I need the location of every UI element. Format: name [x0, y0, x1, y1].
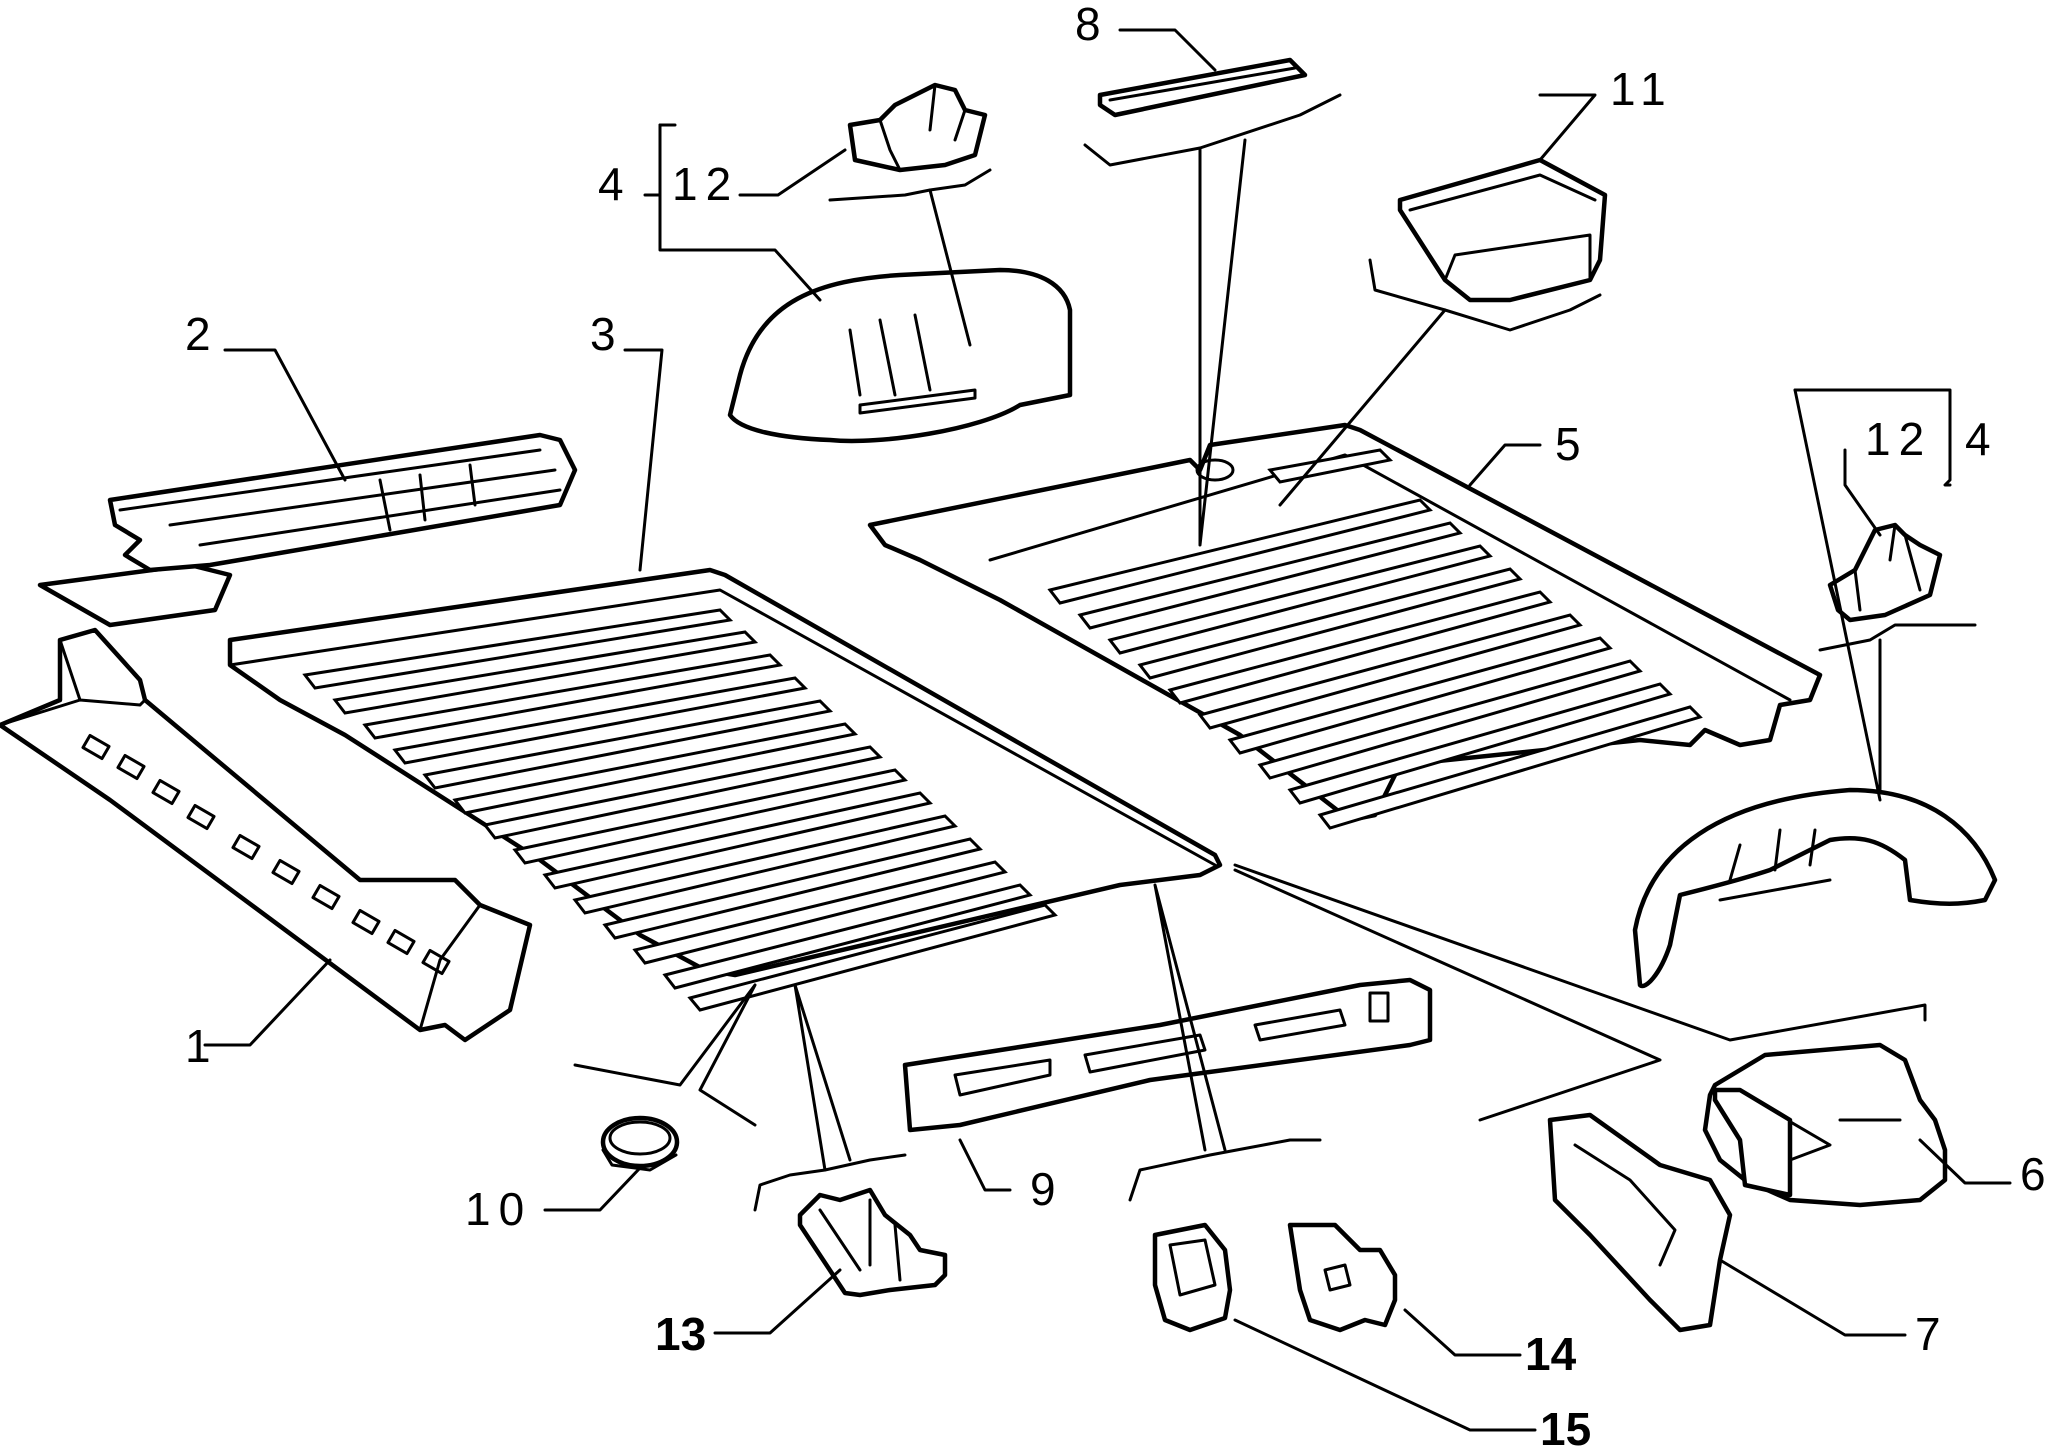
part-6-box-member — [1702, 1042, 1948, 1208]
part-4-right-wheel-arch — [1632, 787, 1998, 989]
callout-12-left: 12 — [672, 158, 739, 210]
part-9-side-sill — [902, 977, 1433, 1133]
part-11-tray — [1397, 157, 1608, 303]
callout-9: 9 — [1030, 1163, 1064, 1215]
part-1-slots — [81, 733, 451, 976]
part-3-floor-panel — [227, 567, 1223, 1012]
callout-4-left: 4 — [598, 158, 632, 210]
callout-13: 13 — [655, 1308, 706, 1360]
callout-4-right: 4 — [1965, 413, 1999, 465]
callout-2: 2 — [185, 308, 219, 360]
part-3-ribs — [302, 608, 1058, 1012]
part-2-rail — [37, 432, 578, 628]
callout-7: 7 — [1915, 1308, 1949, 1360]
part-12-right-bracket — [1827, 522, 1943, 623]
callout-12-right: 12 — [1865, 413, 1932, 465]
callout-6: 6 — [2020, 1148, 2054, 1200]
callout-3: 3 — [590, 308, 624, 360]
callout-15: 15 — [1540, 1403, 1591, 1446]
part-12-left-bracket — [847, 82, 988, 173]
callout-1: 1 — [185, 1020, 219, 1072]
part-5-rear-floor-panel — [867, 422, 1823, 830]
callout-14: 14 — [1525, 1328, 1577, 1380]
part-8-strip — [1097, 57, 1308, 118]
callout-5: 5 — [1555, 418, 1589, 470]
part-13-bracket — [797, 1187, 948, 1298]
part-4-left-wheel-arch — [727, 267, 1073, 444]
part-5-ribs — [1047, 448, 1703, 830]
callout-10: 10 — [465, 1183, 532, 1235]
callout-8: 8 — [1075, 0, 1109, 50]
callout-labels: 1 2 3 4 12 8 11 5 12 4 6 7 9 10 13 14 15 — [185, 0, 2054, 1446]
part-14-bracket — [1287, 1222, 1398, 1333]
callout-11: 11 — [1610, 63, 1674, 115]
part-1-cross-member — [0, 627, 533, 1043]
part-10-plug — [600, 1115, 680, 1172]
leader-lines — [203, 28, 2012, 1432]
part-15-cover — [1152, 1222, 1233, 1333]
part-7-panel — [1547, 1112, 1733, 1333]
